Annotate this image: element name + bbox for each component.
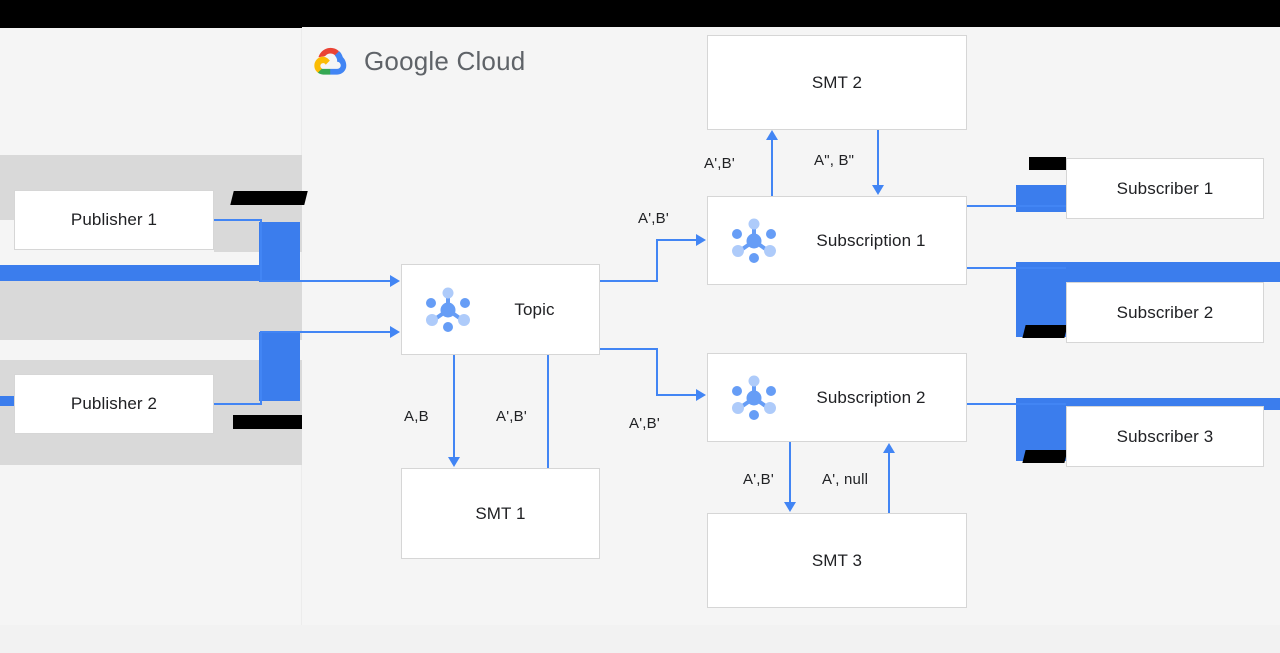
node-label: Subscription 1 (816, 230, 926, 250)
node-topic[interactable]: Topic (401, 264, 600, 355)
node-smt-1[interactable]: SMT 1 (401, 468, 600, 559)
edge-topic-subscription1-arrowhead (696, 234, 706, 246)
render-artifact-black-bar (1022, 450, 1068, 463)
node-label: Publisher 1 (70, 210, 158, 229)
render-artifact-blue-block (0, 265, 259, 281)
edge-label-smt2-to-sub1: A", B" (814, 152, 855, 169)
pubsub-icon (722, 209, 786, 273)
render-artifact-blue-block (0, 396, 14, 406)
node-publisher-2[interactable]: Publisher 2 (14, 374, 214, 434)
google-cloud-wordmark: Google Cloud (364, 45, 526, 76)
node-subscription-1[interactable]: Subscription 1 (707, 196, 967, 285)
top-bar-right (302, 0, 1280, 27)
render-artifact-light-band (0, 220, 16, 265)
edge-publisher1-topic (260, 219, 262, 281)
node-label: Subscription 2 (816, 387, 926, 407)
edge-label-smt3-to-sub2: A', null (822, 471, 869, 488)
render-artifact-blue-block (1016, 262, 1280, 282)
edge-publisher2-topic-arrowhead (390, 326, 400, 338)
render-artifact-blue-block (1016, 185, 1066, 212)
edge-label-smt1-to-topic: A',B' (496, 408, 527, 425)
node-smt-2[interactable]: SMT 2 (707, 35, 967, 130)
node-label: Topic (514, 299, 555, 319)
edge-label-topic-to-sub1: A',B' (638, 210, 669, 227)
edge-publisher1-topic (260, 280, 391, 282)
edge-smt3-subscription2-arrowhead (883, 443, 895, 453)
node-label: Subscriber 1 (1116, 178, 1214, 198)
render-artifact-light-band (0, 340, 302, 360)
pubsub-icon (416, 278, 480, 342)
node-smt-3[interactable]: SMT 3 (707, 513, 967, 608)
edge-topic-smt1 (453, 355, 455, 459)
edge-topic-subscription1 (600, 280, 658, 282)
edge-topic-subscription2-arrowhead (696, 389, 706, 401)
node-subscriber-1[interactable]: Subscriber 1 (1066, 158, 1264, 219)
node-subscriber-3[interactable]: Subscriber 3 (1066, 406, 1264, 467)
edge-smt3-subscription2 (888, 451, 890, 513)
footer-strip (0, 625, 1280, 653)
node-label: Subscriber 3 (1116, 426, 1214, 446)
edge-subscription2-subscriber3 (967, 403, 1066, 405)
edge-subscription1-smt2 (771, 139, 773, 196)
edge-subscription1-subscriber2 (967, 267, 1066, 269)
google-cloud-logo: Google Cloud (308, 41, 548, 81)
edge-label-sub2-to-smt3: A',B' (743, 471, 774, 488)
node-label: Subscriber 2 (1116, 302, 1214, 322)
edge-label-topic-to-sub2: A',B' (629, 415, 660, 432)
edge-topic-subscription2 (656, 394, 698, 396)
node-label: SMT 3 (811, 550, 863, 570)
edge-subscription1-smt2-arrowhead (766, 130, 778, 140)
node-label: Publisher 2 (70, 394, 158, 413)
render-artifact-blue-block (259, 332, 300, 401)
edge-smt1-topic (547, 345, 549, 468)
edge-smt2-subscription1 (877, 130, 879, 187)
edge-label-sub1-to-smt2: A',B' (704, 155, 735, 172)
edge-publisher2-topic (260, 331, 391, 333)
node-subscription-2[interactable]: Subscription 2 (707, 353, 967, 442)
edge-publisher2-topic (214, 403, 262, 405)
edge-label-topic-to-smt1: A,B (404, 408, 429, 425)
render-artifact-black-bar (233, 415, 302, 429)
edge-publisher1-topic-arrowhead (390, 275, 400, 287)
node-label: SMT 2 (811, 72, 863, 92)
edge-publisher2-topic (260, 331, 262, 405)
render-artifact-black-bar (1022, 325, 1068, 338)
edge-topic-subscription2 (600, 348, 658, 350)
node-label: SMT 1 (475, 503, 526, 523)
pubsub-icon (722, 366, 786, 430)
render-artifact-black-bar (230, 191, 308, 205)
edge-subscription2-smt3-arrowhead (784, 502, 796, 512)
edge-topic-smt1-arrowhead (448, 457, 460, 467)
edge-smt2-subscription1-arrowhead (872, 185, 884, 195)
render-artifact-gray-band (0, 360, 16, 380)
render-artifact-blue-block (259, 222, 300, 282)
edge-subscription2-smt3 (789, 442, 791, 504)
render-artifact-blue-block (1016, 262, 1066, 337)
render-artifact-gray-band (0, 434, 302, 465)
node-publisher-1[interactable]: Publisher 1 (14, 190, 214, 250)
node-subscriber-2[interactable]: Subscriber 2 (1066, 282, 1264, 343)
render-artifact-black-bar (1029, 157, 1066, 170)
top-bar-left (0, 0, 302, 28)
edge-publisher1-topic (214, 219, 262, 221)
edge-topic-subscription1 (656, 239, 658, 282)
render-artifact-gray-band (0, 281, 302, 340)
google-cloud-logo-icon (308, 44, 352, 78)
edge-subscription1-subscriber1 (967, 205, 1066, 207)
edge-topic-subscription1 (656, 239, 698, 241)
edge-topic-subscription2 (656, 348, 658, 396)
